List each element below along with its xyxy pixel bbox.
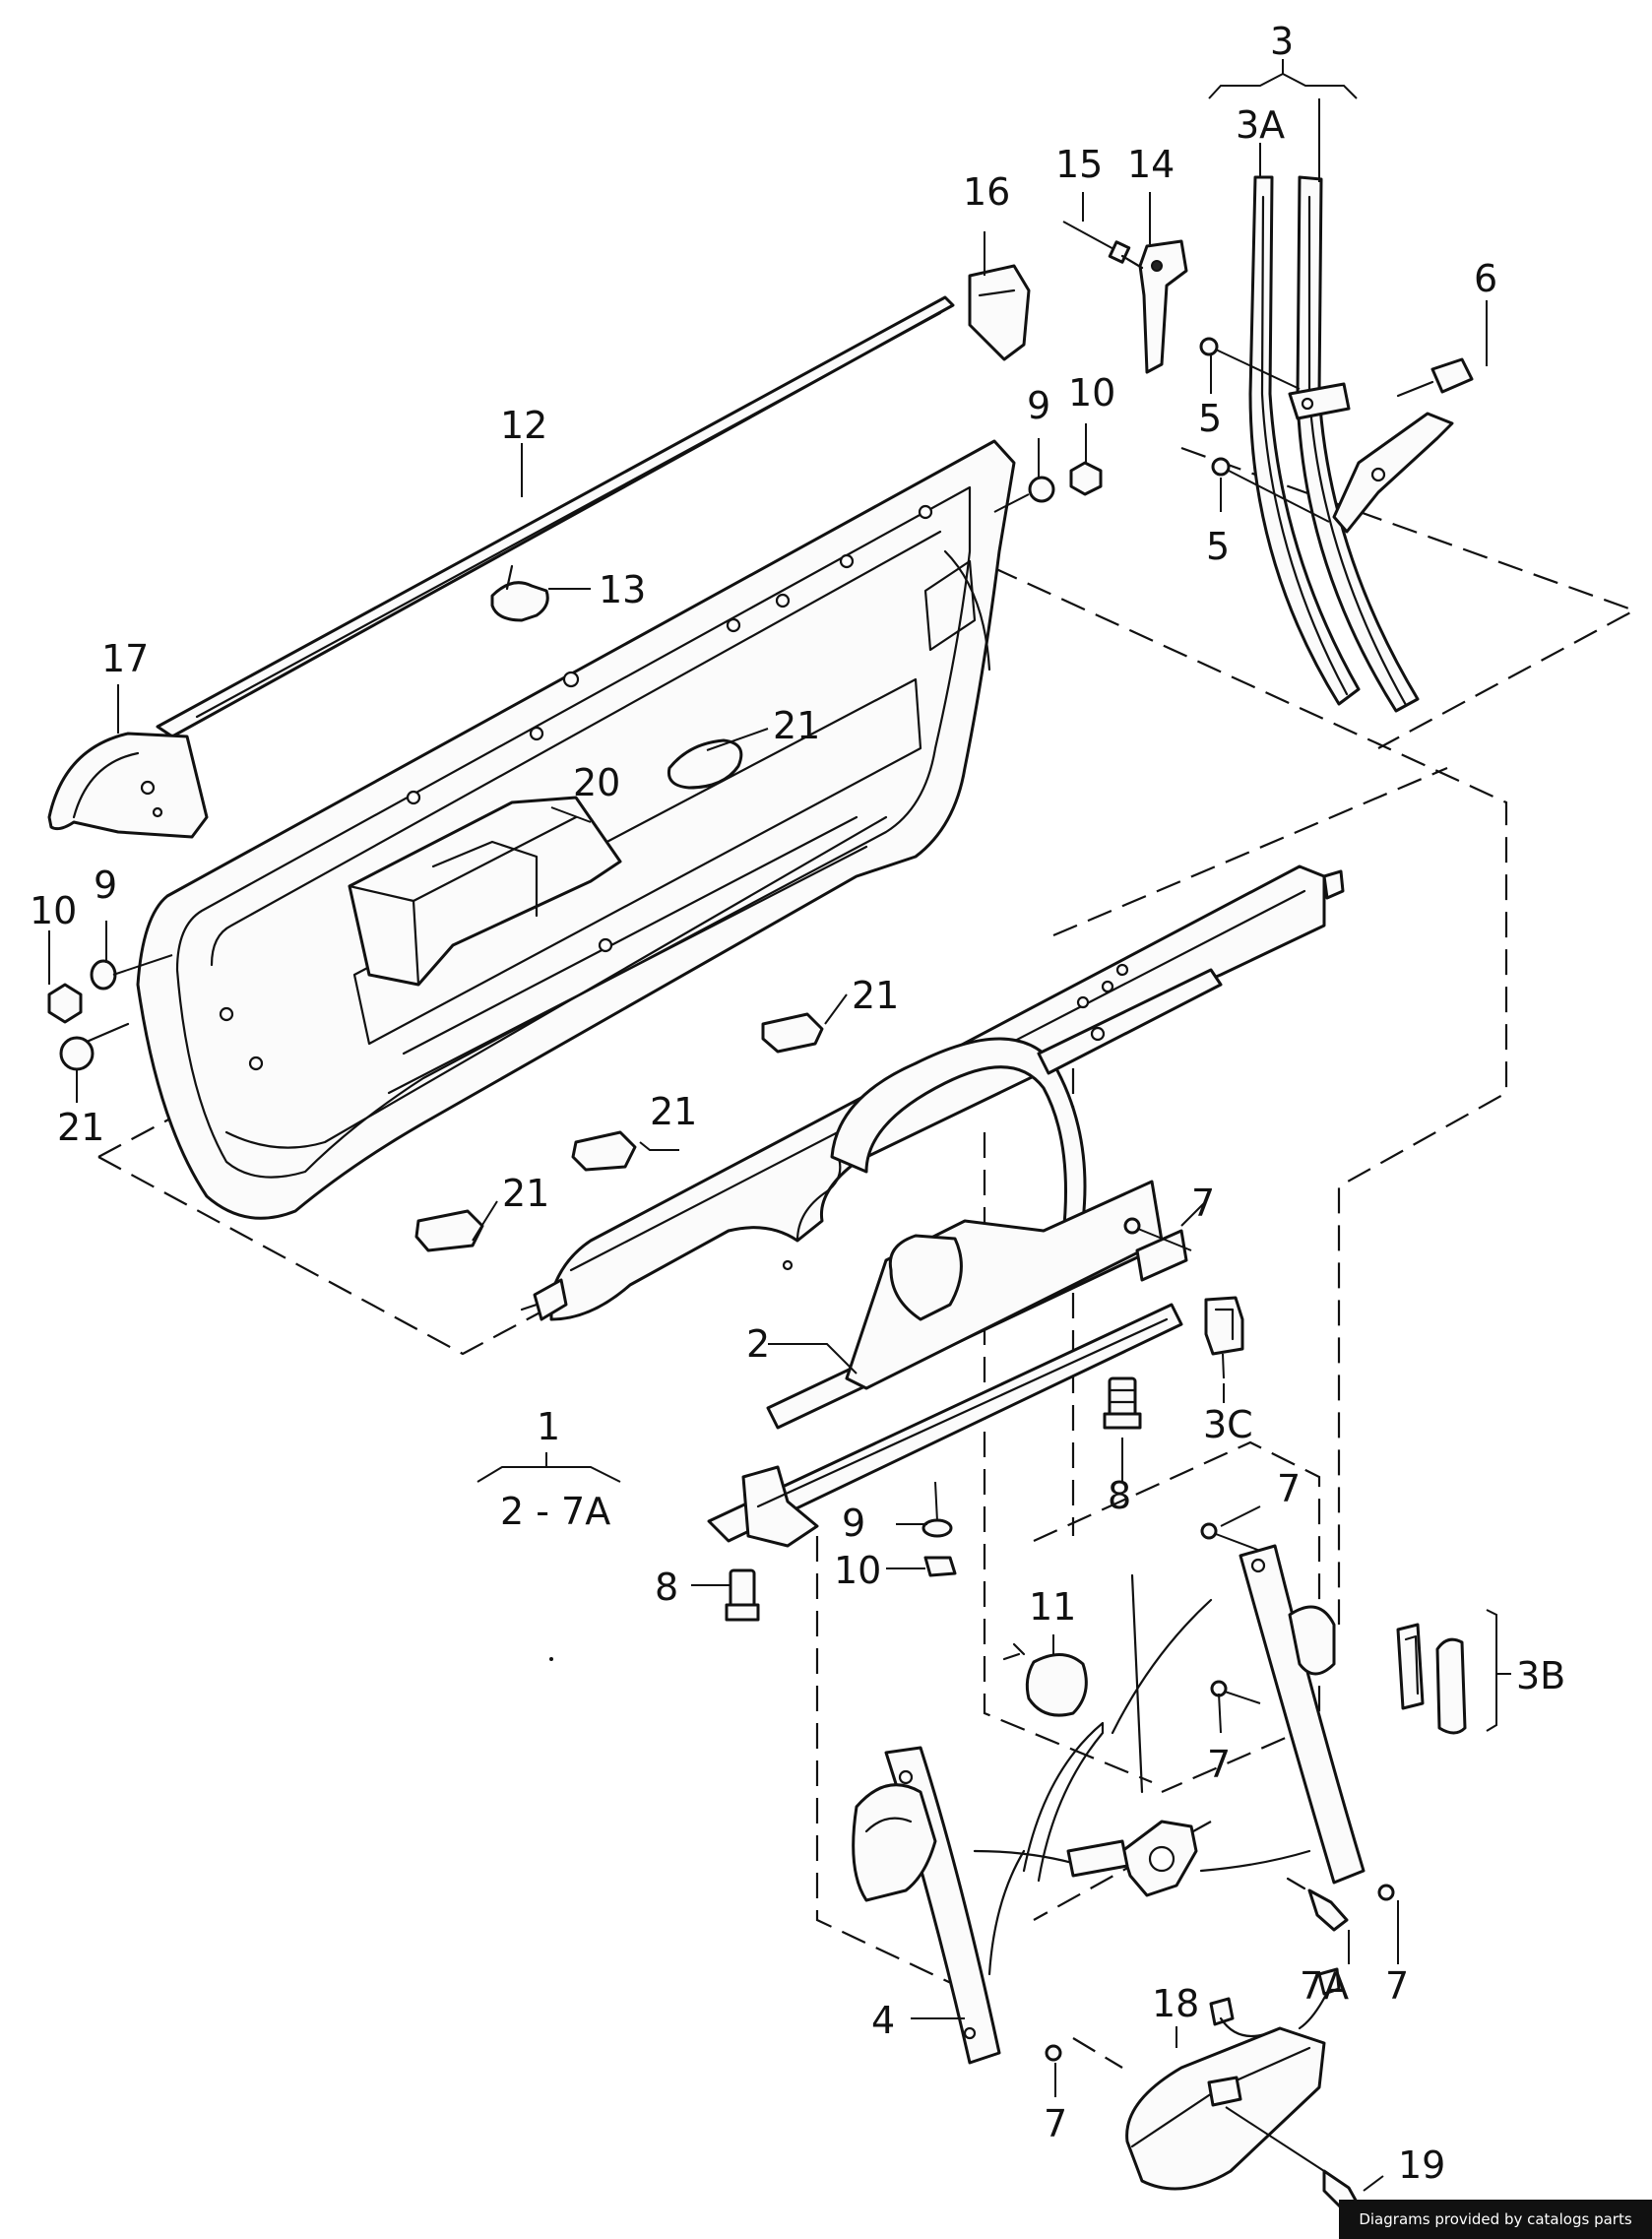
leader-lines: [48, 59, 1511, 2211]
clip-3c: [1204, 1296, 1244, 1379]
label-7b: 7: [1277, 1467, 1301, 1510]
diagram-credit-badge: Diagrams provided by catalogs parts: [1339, 2200, 1652, 2239]
label-19: 19: [1398, 2143, 1445, 2187]
bracket-14: [1138, 239, 1188, 374]
label-21b: 21: [852, 974, 899, 1017]
label-7a-screw: 7A: [1300, 1964, 1349, 2008]
label-21c: 21: [57, 1106, 104, 1149]
label-10c: 10: [834, 1549, 881, 1592]
label-6: 6: [1474, 257, 1497, 300]
label-21d: 21: [650, 1090, 697, 1133]
absorber-block-20: [348, 796, 622, 987]
end-cap-17: [47, 732, 209, 839]
label-2: 2: [746, 1322, 770, 1366]
window-guide-rail-3a: [1248, 175, 1420, 713]
screw-7a: [1286, 1877, 1349, 1932]
bolts-8: [725, 1376, 1142, 1622]
label-16: 16: [963, 170, 1010, 214]
motor-module-18: [1125, 1967, 1341, 2191]
label-8a: 8: [1108, 1474, 1131, 1517]
regulator-cables: [973, 1573, 1311, 1976]
label-14: 14: [1127, 143, 1175, 186]
cable-strap-11: [1002, 1642, 1088, 1717]
label-21e: 21: [502, 1172, 549, 1215]
label-7e: 7: [1044, 2102, 1067, 2145]
label-5a: 5: [1198, 397, 1222, 440]
label-5b: 5: [1206, 525, 1230, 568]
label-18: 18: [1152, 1982, 1199, 2025]
label-3b: 3B: [1516, 1654, 1565, 1697]
washers-nuts-9-10: [47, 461, 1103, 1024]
corner-cap-16: [968, 264, 1031, 361]
label-9a: 9: [1027, 384, 1050, 427]
regulator-rail: [707, 1303, 1183, 1548]
label-3a: 3A: [1236, 103, 1285, 147]
bolts-7: [1045, 1217, 1395, 2062]
washer-nut-9-10-lower: [921, 1481, 957, 1577]
label-12: 12: [500, 404, 547, 447]
label-3c: 3C: [1203, 1403, 1253, 1446]
label-20: 20: [573, 761, 620, 804]
bolts-5: [1199, 337, 1351, 523]
label-8b: 8: [655, 1566, 678, 1609]
label-17: 17: [101, 637, 149, 680]
label-4: 4: [871, 1999, 895, 2042]
label-7d: 7: [1385, 1964, 1409, 2008]
label-9b: 9: [94, 864, 117, 907]
label-10b: 10: [30, 889, 77, 932]
window-channel-strip-12: [156, 295, 955, 738]
plugs-21: [59, 738, 824, 1252]
label-9c: 9: [842, 1502, 865, 1545]
label-1: 1: [537, 1405, 560, 1448]
bolt-6: [1332, 357, 1474, 534]
label-7a: 7: [1191, 1182, 1215, 1225]
lower-guide-rail-right: [1239, 1544, 1366, 1885]
label-15: 15: [1055, 143, 1103, 186]
label-3: 3: [1270, 20, 1294, 63]
label-13: 13: [599, 568, 646, 611]
part-labels: 3 3A 15 14 16 6 5 5 9 10 12 13 17 21 20 …: [30, 20, 1565, 2187]
label-10a: 10: [1068, 371, 1115, 415]
label-11: 11: [1029, 1585, 1076, 1629]
lower-guide-rail-4: [852, 1746, 1001, 2065]
regulator-motor: [1066, 1820, 1198, 1897]
label-2-7a: 2 - 7A: [500, 1490, 610, 1533]
label-21a: 21: [773, 704, 820, 747]
bolt-15: [1062, 221, 1144, 270]
clip-13: [490, 564, 549, 622]
label-7c: 7: [1207, 1743, 1231, 1786]
stray-dot: [549, 1657, 553, 1661]
seal-strip-3b: [1396, 1609, 1497, 1735]
